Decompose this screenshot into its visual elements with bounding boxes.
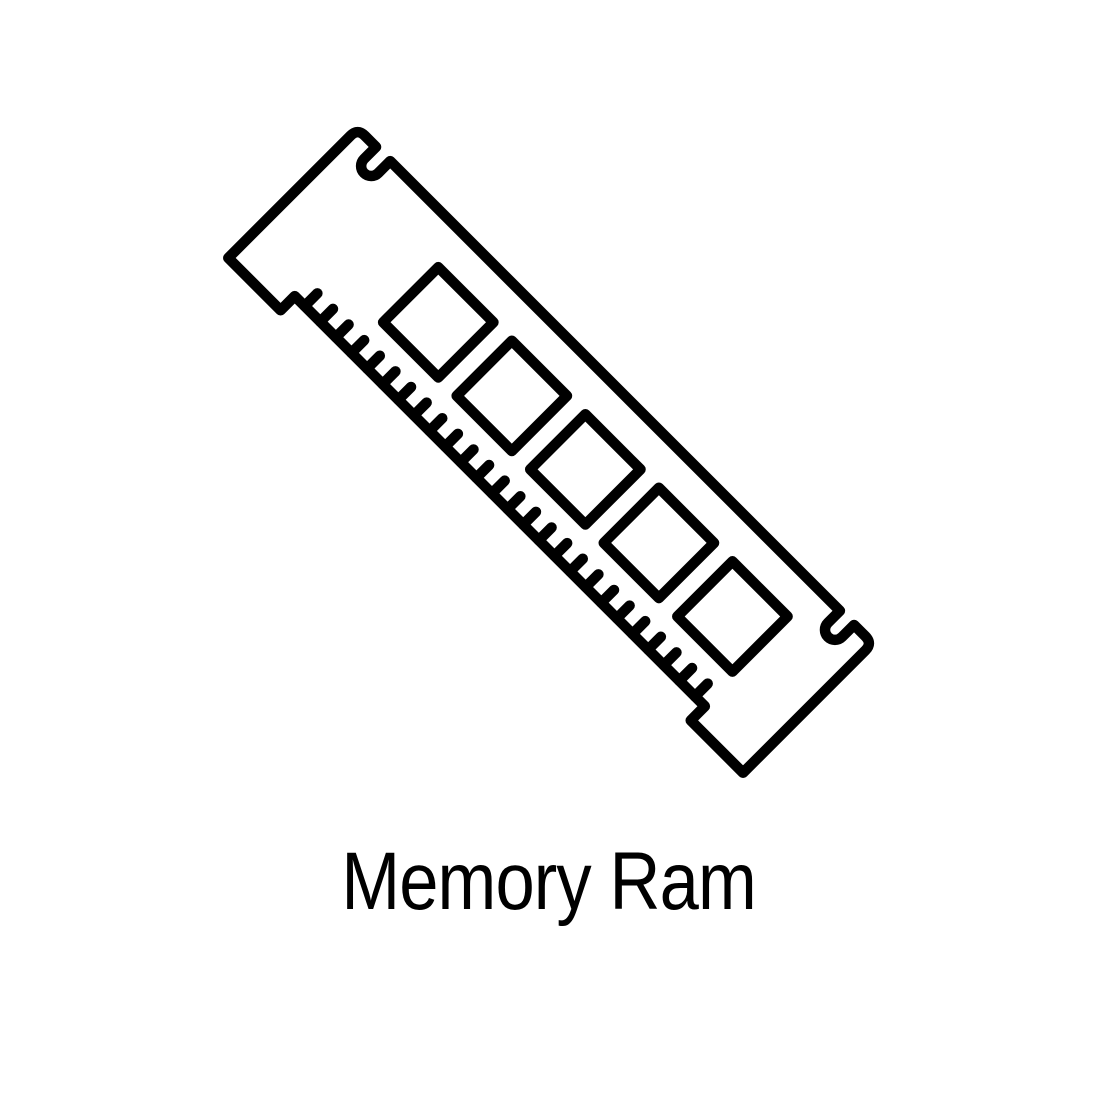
- ram-pin: [314, 303, 339, 327]
- ram-pin: [596, 584, 620, 608]
- ram-board-outline: [223, 126, 875, 778]
- ram-pin: [517, 506, 542, 530]
- ram-pin: [564, 553, 589, 577]
- ram-chip: [451, 335, 573, 457]
- ram-pin: [330, 319, 354, 343]
- ram-pin: [611, 600, 635, 624]
- ram-pin: [455, 444, 479, 468]
- ram-pin: [689, 678, 713, 702]
- ram-pin: [471, 459, 495, 484]
- ram-pin: [533, 522, 557, 546]
- ram-pin: [642, 631, 667, 655]
- ram-contact-pins: [299, 288, 713, 702]
- ram-chip: [524, 408, 646, 530]
- ram-pin: [674, 662, 698, 687]
- ram-pin: [346, 334, 370, 359]
- ram-pin: [486, 475, 510, 499]
- ram-pin: [439, 428, 464, 452]
- memory-ram-icon: [223, 126, 875, 778]
- ram-pin: [299, 288, 323, 312]
- ram-pin: [424, 412, 448, 437]
- icon-caption: Memory Ram: [341, 836, 756, 927]
- ram-pin: [408, 397, 432, 421]
- ram-pin: [361, 350, 386, 374]
- ram-chip-group: [377, 261, 793, 677]
- ram-chip: [598, 482, 720, 604]
- ram-pin: [627, 615, 651, 640]
- ram-pin: [502, 491, 526, 515]
- ram-pin: [658, 647, 682, 671]
- ram-pin: [393, 381, 417, 405]
- ram-chip: [672, 556, 793, 677]
- ram-pin: [580, 569, 604, 593]
- ram-pin: [549, 537, 573, 562]
- ram-pin: [377, 366, 401, 390]
- ram-chip: [377, 261, 499, 383]
